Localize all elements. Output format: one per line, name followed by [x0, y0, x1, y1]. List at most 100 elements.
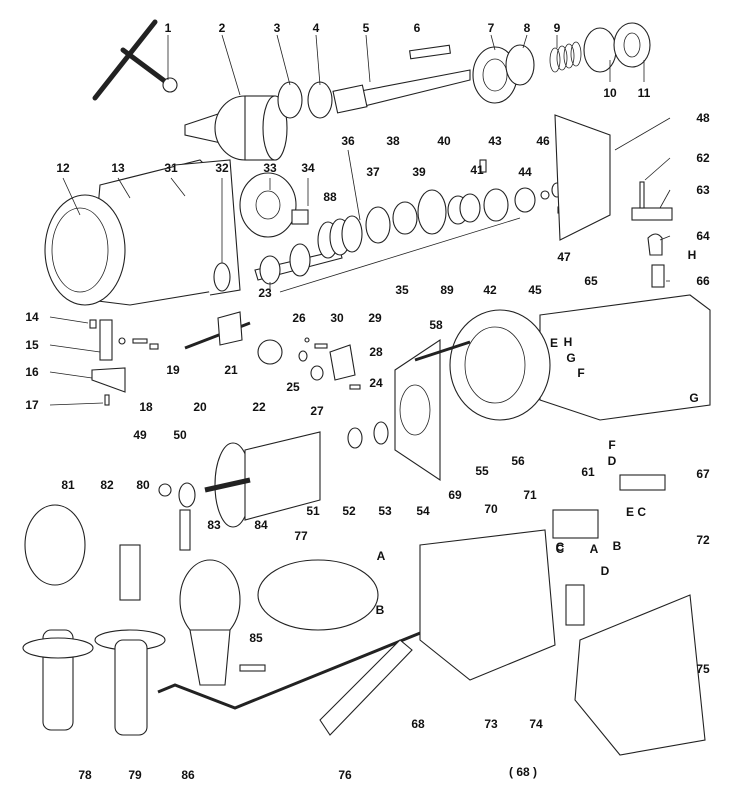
part-label-17[interactable]: 17 [25, 398, 39, 412]
part-label-7[interactable]: 7 [487, 21, 495, 35]
part-label-71[interactable]: 71 [523, 488, 537, 502]
part-label-43[interactable]: 43 [488, 134, 502, 148]
part-label-51[interactable]: 51 [306, 504, 320, 518]
part-label-4[interactable]: 4 [312, 21, 320, 35]
ring-26 [298, 350, 308, 362]
power-cord-77 [257, 559, 379, 631]
part-label-14[interactable]: 14 [25, 310, 39, 324]
part-label-16[interactable]: 16 [25, 365, 39, 379]
part-label-88[interactable]: 88 [323, 190, 337, 204]
part-label-86[interactable]: 86 [181, 768, 195, 782]
part-label-30[interactable]: 30 [330, 311, 344, 325]
part-label-13[interactable]: 13 [111, 161, 125, 175]
part-label-53[interactable]: 53 [378, 504, 392, 518]
part-label-45[interactable]: 45 [528, 283, 542, 297]
part-label-84[interactable]: 84 [254, 518, 268, 532]
part-label-19[interactable]: 19 [166, 363, 180, 377]
part-label-36[interactable]: 36 [341, 134, 355, 148]
part-label-41[interactable]: 41 [470, 163, 484, 177]
part-label-33[interactable]: 33 [263, 161, 277, 175]
part-label-54[interactable]: 54 [416, 504, 430, 518]
part-label-18[interactable]: 18 [139, 400, 153, 414]
wire-letter-A-cord: A [376, 549, 386, 563]
part-label-10[interactable]: 10 [603, 86, 617, 100]
part-label-78[interactable]: 78 [78, 768, 92, 782]
part-label-5[interactable]: 5 [362, 21, 370, 35]
cam-25 [257, 339, 283, 365]
part-label-83[interactable]: 83 [207, 518, 221, 532]
part-label-29[interactable]: 29 [368, 311, 382, 325]
part-label-70[interactable]: 70 [484, 502, 498, 516]
part-label-42[interactable]: 42 [483, 283, 497, 297]
bolt-83 [179, 509, 191, 551]
part-label-9[interactable]: 9 [553, 21, 561, 35]
part-label-39[interactable]: 39 [412, 165, 426, 179]
part-label-24[interactable]: 24 [369, 376, 383, 390]
part-label-68[interactable]: 68 [411, 717, 425, 731]
part-label-85[interactable]: 85 [249, 631, 263, 645]
capacitor-72 [565, 584, 585, 626]
part-label-37[interactable]: 37 [366, 165, 380, 179]
part-label-67[interactable]: 67 [696, 467, 710, 481]
part-label-55[interactable]: 55 [475, 464, 489, 478]
part-label-77[interactable]: 77 [294, 529, 308, 543]
part-label-12[interactable]: 12 [56, 161, 70, 175]
part-label-68-paren[interactable]: ( 68 ) [508, 765, 538, 779]
part-label-8[interactable]: 8 [523, 21, 531, 35]
part-label-22[interactable]: 22 [252, 400, 266, 414]
part-label-62[interactable]: 62 [696, 151, 710, 165]
part-label-52[interactable]: 52 [342, 504, 356, 518]
wire-letter-A-switch: A [589, 542, 599, 556]
part-label-73[interactable]: 73 [484, 717, 498, 731]
screw-62 [639, 181, 645, 209]
part-label-21[interactable]: 21 [224, 363, 238, 377]
part-label-11[interactable]: 11 [637, 86, 651, 100]
part-label-32[interactable]: 32 [215, 161, 229, 175]
spring-19 [132, 338, 148, 344]
part-label-61[interactable]: 61 [581, 465, 595, 479]
screw-17 [104, 394, 110, 406]
part-label-1[interactable]: 1 [164, 21, 172, 35]
side-handle-79 [94, 629, 166, 736]
part-label-3[interactable]: 3 [273, 21, 281, 35]
key-6 [409, 44, 451, 60]
part-label-50[interactable]: 50 [173, 428, 187, 442]
part-label-44[interactable]: 44 [518, 165, 532, 179]
part-label-58[interactable]: 58 [429, 318, 443, 332]
part-label-79[interactable]: 79 [128, 768, 142, 782]
part-label-46[interactable]: 46 [536, 134, 550, 148]
part-label-35[interactable]: 35 [395, 283, 409, 297]
part-label-66[interactable]: 66 [696, 274, 710, 288]
part-label-20[interactable]: 20 [193, 400, 207, 414]
part-label-74[interactable]: 74 [529, 717, 543, 731]
part-label-28[interactable]: 28 [369, 345, 383, 359]
part-label-38[interactable]: 38 [386, 134, 400, 148]
part-label-26[interactable]: 26 [292, 311, 306, 325]
part-label-82[interactable]: 82 [100, 478, 114, 492]
part-label-65[interactable]: 65 [584, 274, 598, 288]
part-label-47[interactable]: 47 [557, 250, 571, 264]
part-label-23[interactable]: 23 [258, 286, 272, 300]
part-label-80[interactable]: 80 [136, 478, 150, 492]
part-label-40[interactable]: 40 [437, 134, 451, 148]
part-label-75[interactable]: 75 [696, 662, 710, 676]
part-label-81[interactable]: 81 [61, 478, 75, 492]
ring-53 [373, 421, 389, 445]
part-label-76[interactable]: 76 [338, 768, 352, 782]
part-label-25[interactable]: 25 [286, 380, 300, 394]
part-label-48[interactable]: 48 [696, 111, 710, 125]
part-label-15[interactable]: 15 [25, 338, 39, 352]
part-label-69[interactable]: 69 [448, 488, 462, 502]
part-label-63[interactable]: 63 [696, 183, 710, 197]
part-label-64[interactable]: 64 [696, 229, 710, 243]
part-label-2[interactable]: 2 [218, 21, 226, 35]
part-label-34[interactable]: 34 [301, 161, 315, 175]
part-label-72[interactable]: 72 [696, 533, 710, 547]
part-label-56[interactable]: 56 [511, 454, 525, 468]
part-label-27[interactable]: 27 [310, 404, 324, 418]
part-label-31[interactable]: 31 [164, 161, 178, 175]
part-label-49[interactable]: 49 [133, 428, 147, 442]
part-label-89[interactable]: 89 [440, 283, 454, 297]
part-label-6[interactable]: 6 [413, 21, 421, 35]
